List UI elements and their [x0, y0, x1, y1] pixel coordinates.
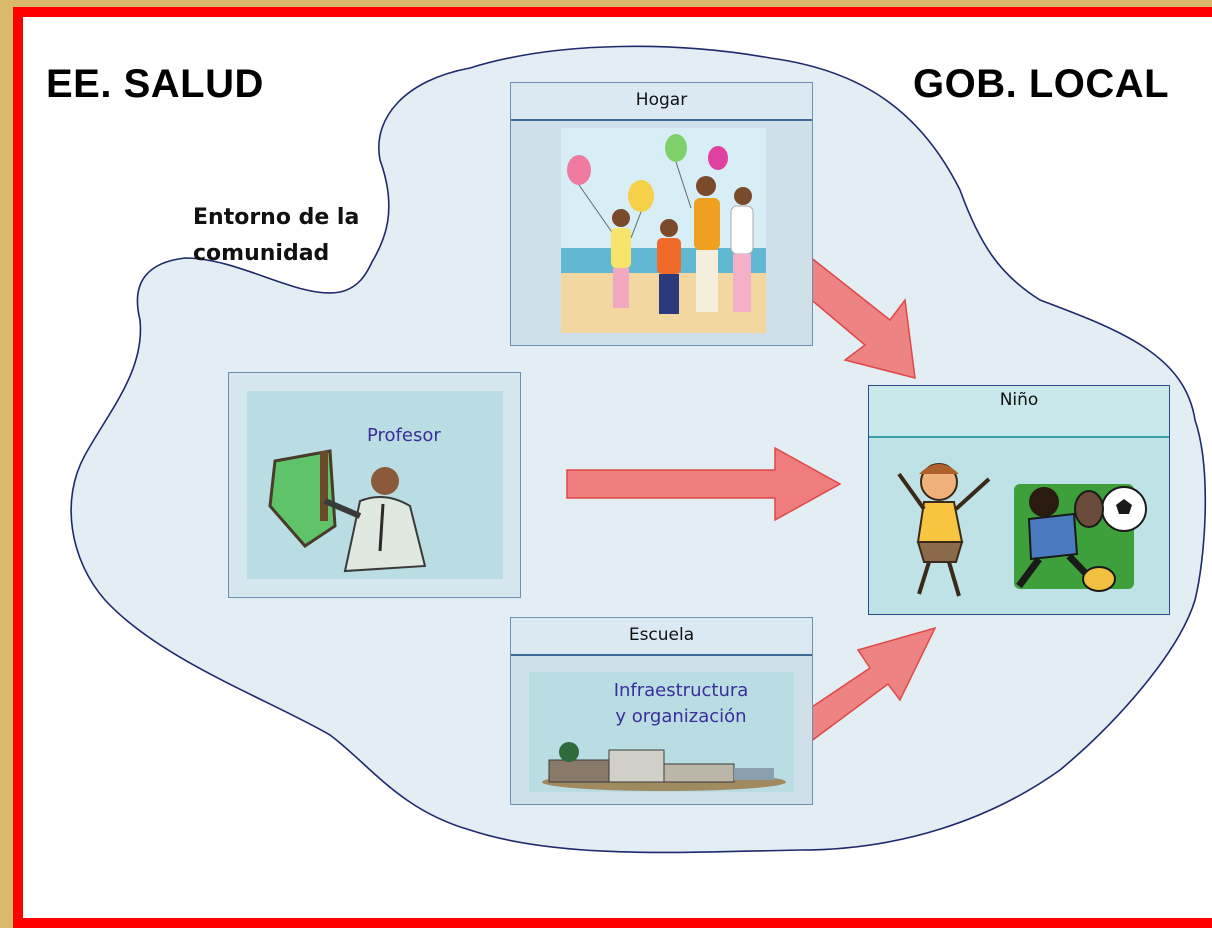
escuela-caption-line2: y organización — [615, 706, 747, 727]
school-building-icon — [542, 742, 786, 791]
red-border — [13, 7, 1212, 928]
boy-soccer-icon — [1014, 484, 1147, 592]
arrow-profesor-to-nino — [566, 446, 842, 522]
box-hogar-title: Hogar — [511, 83, 812, 121]
community-label-line2: comunidad — [193, 241, 330, 266]
label-gob-local: GOB. LOCAL — [913, 62, 1170, 106]
box-escuela-title: Escuela — [511, 618, 812, 656]
box-escuela: Escuela Infraestructura y organización — [510, 617, 813, 805]
family-beach-icon — [561, 128, 766, 333]
box-profesor: Profesor — [228, 372, 521, 598]
escuela-caption: Infraestructura y organización — [601, 678, 761, 730]
escuela-caption-line1: Infraestructura — [613, 680, 749, 701]
escuela-panel: Infraestructura y organización — [529, 672, 794, 792]
arrow-escuela-to-nino — [783, 626, 937, 746]
profesor-label: Profesor — [367, 425, 441, 446]
girl-jumping-icon — [897, 463, 991, 597]
box-nino-title: Niño — [869, 386, 1169, 438]
profesor-panel: Profesor — [247, 391, 503, 579]
hogar-illustration — [561, 128, 766, 333]
box-hogar: Hogar — [510, 82, 813, 346]
box-nino: Niño — [868, 385, 1170, 615]
community-label: Entorno de la comunidad — [193, 200, 359, 272]
label-ee-salud: EE. SALUD — [46, 62, 264, 106]
teacher-icon — [268, 449, 427, 573]
community-label-line1: Entorno de la — [193, 205, 360, 230]
